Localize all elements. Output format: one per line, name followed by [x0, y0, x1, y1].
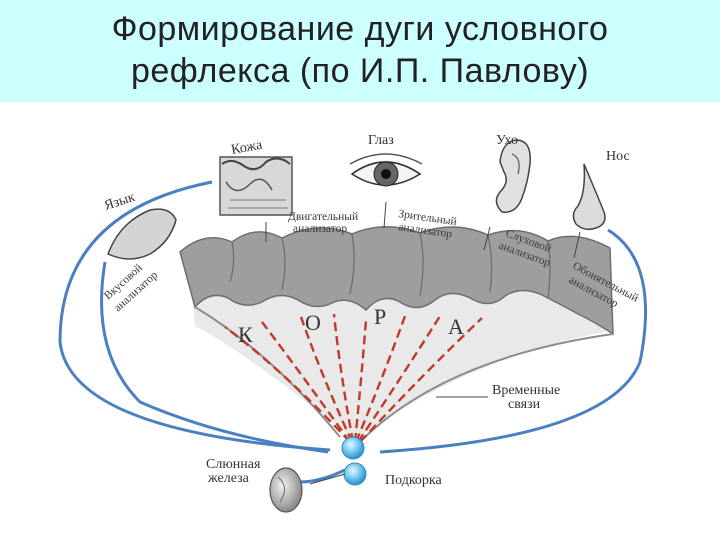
pointer-lines — [265, 201, 581, 485]
connections-label: Временные — [492, 383, 560, 398]
nose-illustration — [572, 163, 606, 231]
gland-label-2: железа — [207, 471, 250, 486]
slide-title-line-1: Формирование дуги условного — [111, 10, 609, 48]
subcortex-node-bottom — [343, 462, 367, 486]
pathway-1 — [224, 326, 351, 443]
reflex-arc-diagram: К О Р А Кожа Глаз Ухо Нос — [58, 133, 647, 513]
connections-label-2: связи — [508, 397, 541, 412]
fan-right-edge — [364, 333, 614, 438]
organ-skin-label: Кожа — [230, 138, 264, 158]
pathway-5 — [353, 319, 368, 443]
sulcus-4 — [419, 232, 424, 297]
pathway-6 — [354, 315, 407, 443]
nerve-arcs — [58, 180, 647, 484]
sulcus-5 — [487, 234, 493, 293]
gland-label: Слюнная — [206, 457, 261, 472]
organ-eye-label: Глаз — [368, 133, 394, 148]
nerve-arc-right — [379, 228, 647, 454]
organ-ear-label: Ухо — [496, 133, 518, 148]
organ-nose-label: Нос — [606, 149, 630, 164]
nerve-arc-left-inner — [100, 261, 329, 454]
ear-illustration — [495, 139, 531, 213]
pathway-7 — [357, 315, 442, 443]
sulcus-2 — [281, 237, 286, 291]
nerve-to-gland — [299, 468, 346, 484]
sulcus-1 — [229, 241, 235, 283]
pathway-8 — [359, 317, 483, 443]
tongue-illustration — [107, 208, 177, 260]
zone-k: К — [238, 322, 253, 347]
salivary-gland-illustration — [269, 467, 303, 513]
subcortex-node-top — [341, 436, 365, 460]
analyzer-motor-label-2: анализатор — [293, 223, 347, 235]
sulcus-3 — [349, 233, 355, 295]
zone-a: А — [448, 314, 464, 339]
pathway-2 — [261, 321, 351, 443]
analyzer-motor-label: Двигательный — [288, 211, 358, 223]
pathway-3 — [298, 313, 354, 443]
subcortex-label: Подкорка — [385, 473, 443, 488]
zone-r: Р — [374, 304, 386, 329]
title-bar: Формирование дуги условного рефлекса (по… — [0, 0, 720, 102]
zone-o: О — [305, 310, 321, 335]
cortex-band — [179, 226, 614, 336]
slide-title-line-2: рефлекса (по И.П. Павлову) — [130, 52, 590, 90]
sulcus-6 — [547, 240, 551, 299]
nerve-arc-left-outer — [58, 180, 331, 452]
eye-illustration — [349, 153, 423, 187]
skin-illustration — [219, 156, 293, 216]
pathways — [224, 313, 483, 443]
pathway-4 — [332, 313, 355, 443]
